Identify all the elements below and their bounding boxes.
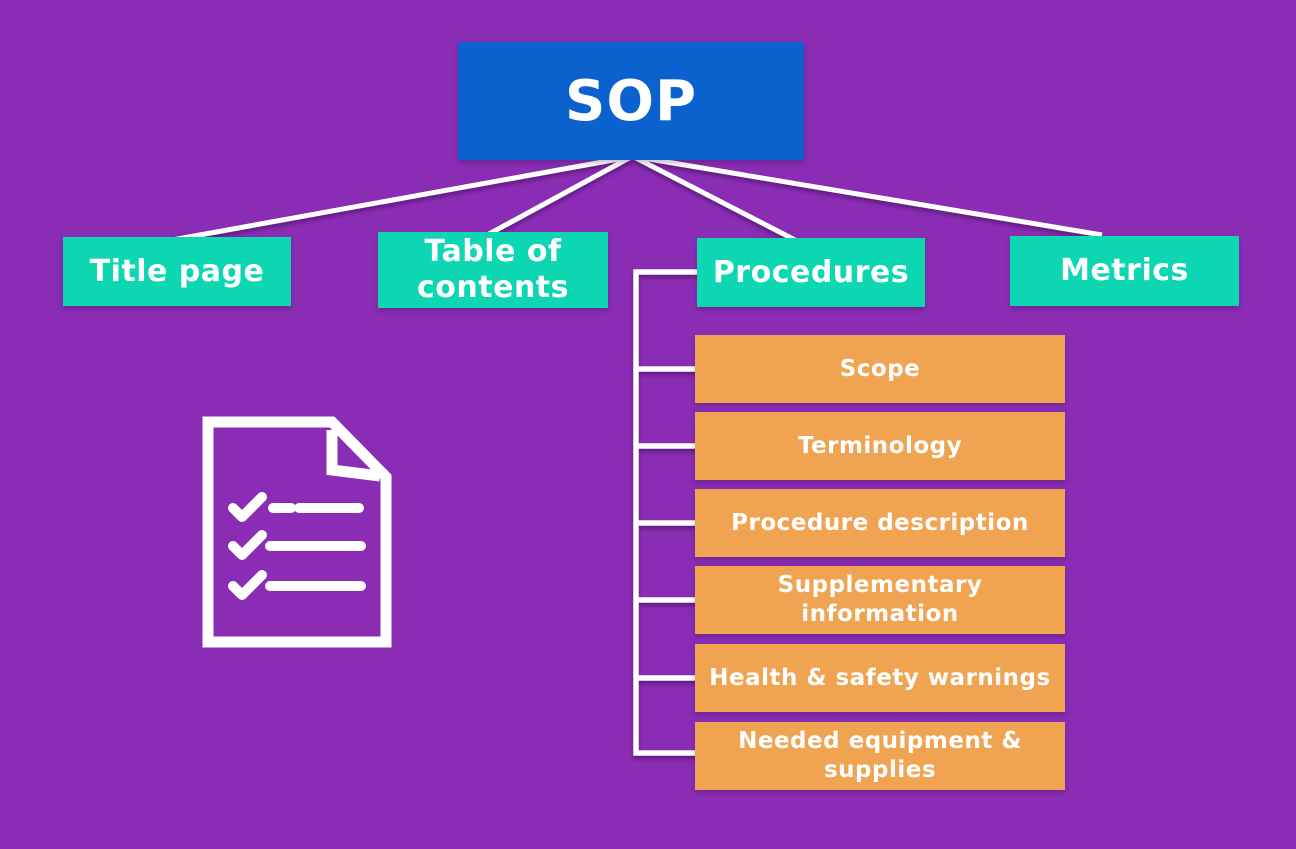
connector-root-to-title-page bbox=[171, 154, 631, 243]
node-scope: Scope bbox=[695, 335, 1065, 403]
node-procedures: Procedures bbox=[697, 238, 925, 307]
connector-procedures-bracket bbox=[633, 269, 697, 756]
node-procedure-description: Procedure description bbox=[695, 489, 1065, 557]
node-metrics: Metrics bbox=[1010, 236, 1239, 306]
node-sop: SOP bbox=[458, 42, 804, 160]
node-supplementary-information: Supplementary information bbox=[695, 566, 1065, 634]
node-health-safety-warnings: Health & safety warnings bbox=[695, 644, 1065, 712]
connector-root-to-metrics bbox=[636, 154, 1103, 238]
connector-root-to-table-of-contents bbox=[487, 154, 633, 237]
node-title-page: Title page bbox=[63, 237, 291, 306]
node-table-of-contents: Table of contents bbox=[378, 232, 608, 308]
node-needed-equipment-supplies: Needed equipment & supplies bbox=[695, 722, 1065, 790]
checklist-document-icon bbox=[202, 416, 392, 648]
node-terminology: Terminology bbox=[695, 412, 1065, 480]
connector-root-to-procedures bbox=[632, 154, 799, 244]
